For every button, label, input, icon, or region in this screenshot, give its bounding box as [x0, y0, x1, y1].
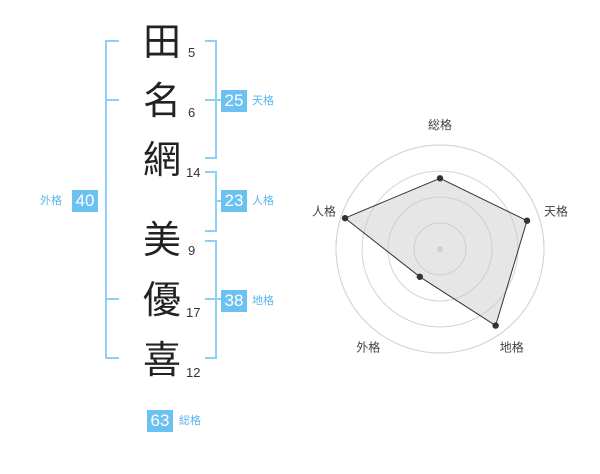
radar-data-polygon	[344, 177, 528, 327]
chikaku-bracket-tick	[205, 298, 222, 300]
surname-char-2-strokes: 6	[188, 105, 196, 120]
jinkaku-label: 人格	[252, 194, 274, 207]
radar-point-5	[341, 214, 349, 222]
radar-ring-3	[361, 170, 519, 328]
radar-point-2	[523, 217, 531, 224]
radar-axis-label-5: 人格	[312, 203, 336, 218]
gaikaku-bracket	[105, 40, 119, 359]
jinkaku-bracket-tick	[215, 200, 222, 202]
given-char-1: 美	[142, 218, 181, 262]
given-char-3: 喜	[142, 338, 181, 382]
radar-point-4	[416, 273, 424, 280]
tenkaku-value-badge: 25	[221, 90, 247, 112]
surname-char-3-strokes: 14	[186, 165, 201, 180]
radar-point-1	[436, 175, 444, 182]
given-char-2: 優	[142, 278, 181, 322]
chikaku-label: 地格	[252, 294, 274, 307]
gaikaku-value-badge: 40	[72, 190, 98, 212]
given-char-2-strokes: 17	[186, 305, 201, 320]
surname-char-2: 名	[142, 79, 181, 123]
radar-ring-4	[335, 144, 545, 354]
surname-char-3: 網	[142, 138, 181, 182]
jinkaku-value-badge: 23	[221, 190, 247, 212]
tenkaku-bracket-tick	[205, 99, 222, 101]
chikaku-value-badge: 38	[221, 290, 247, 312]
given-char-1-strokes: 9	[188, 243, 196, 258]
soukaku-label: 総格	[179, 414, 201, 427]
radar-ring-2	[387, 196, 493, 302]
radar-point-3	[492, 322, 499, 329]
tenkaku-label: 天格	[252, 94, 274, 107]
radar-axis-label-1: 総格	[428, 117, 452, 132]
radar-axis-label-4: 外格	[356, 340, 380, 355]
surname-char-1-strokes: 5	[188, 45, 196, 60]
radar-ring-1	[413, 222, 467, 276]
given-char-3-strokes: 12	[186, 365, 201, 380]
gaikaku-label: 外格	[40, 194, 62, 207]
radar-center-dot	[437, 246, 443, 252]
gaikaku-bracket-tick-1	[105, 99, 119, 101]
surname-char-1: 田	[142, 20, 181, 64]
soukaku-value-badge: 63	[147, 410, 173, 432]
gaikaku-bracket-tick-2	[105, 298, 119, 300]
radar-axis-label-2: 天格	[544, 203, 568, 218]
radar-axis-label-3: 地格	[500, 340, 524, 355]
